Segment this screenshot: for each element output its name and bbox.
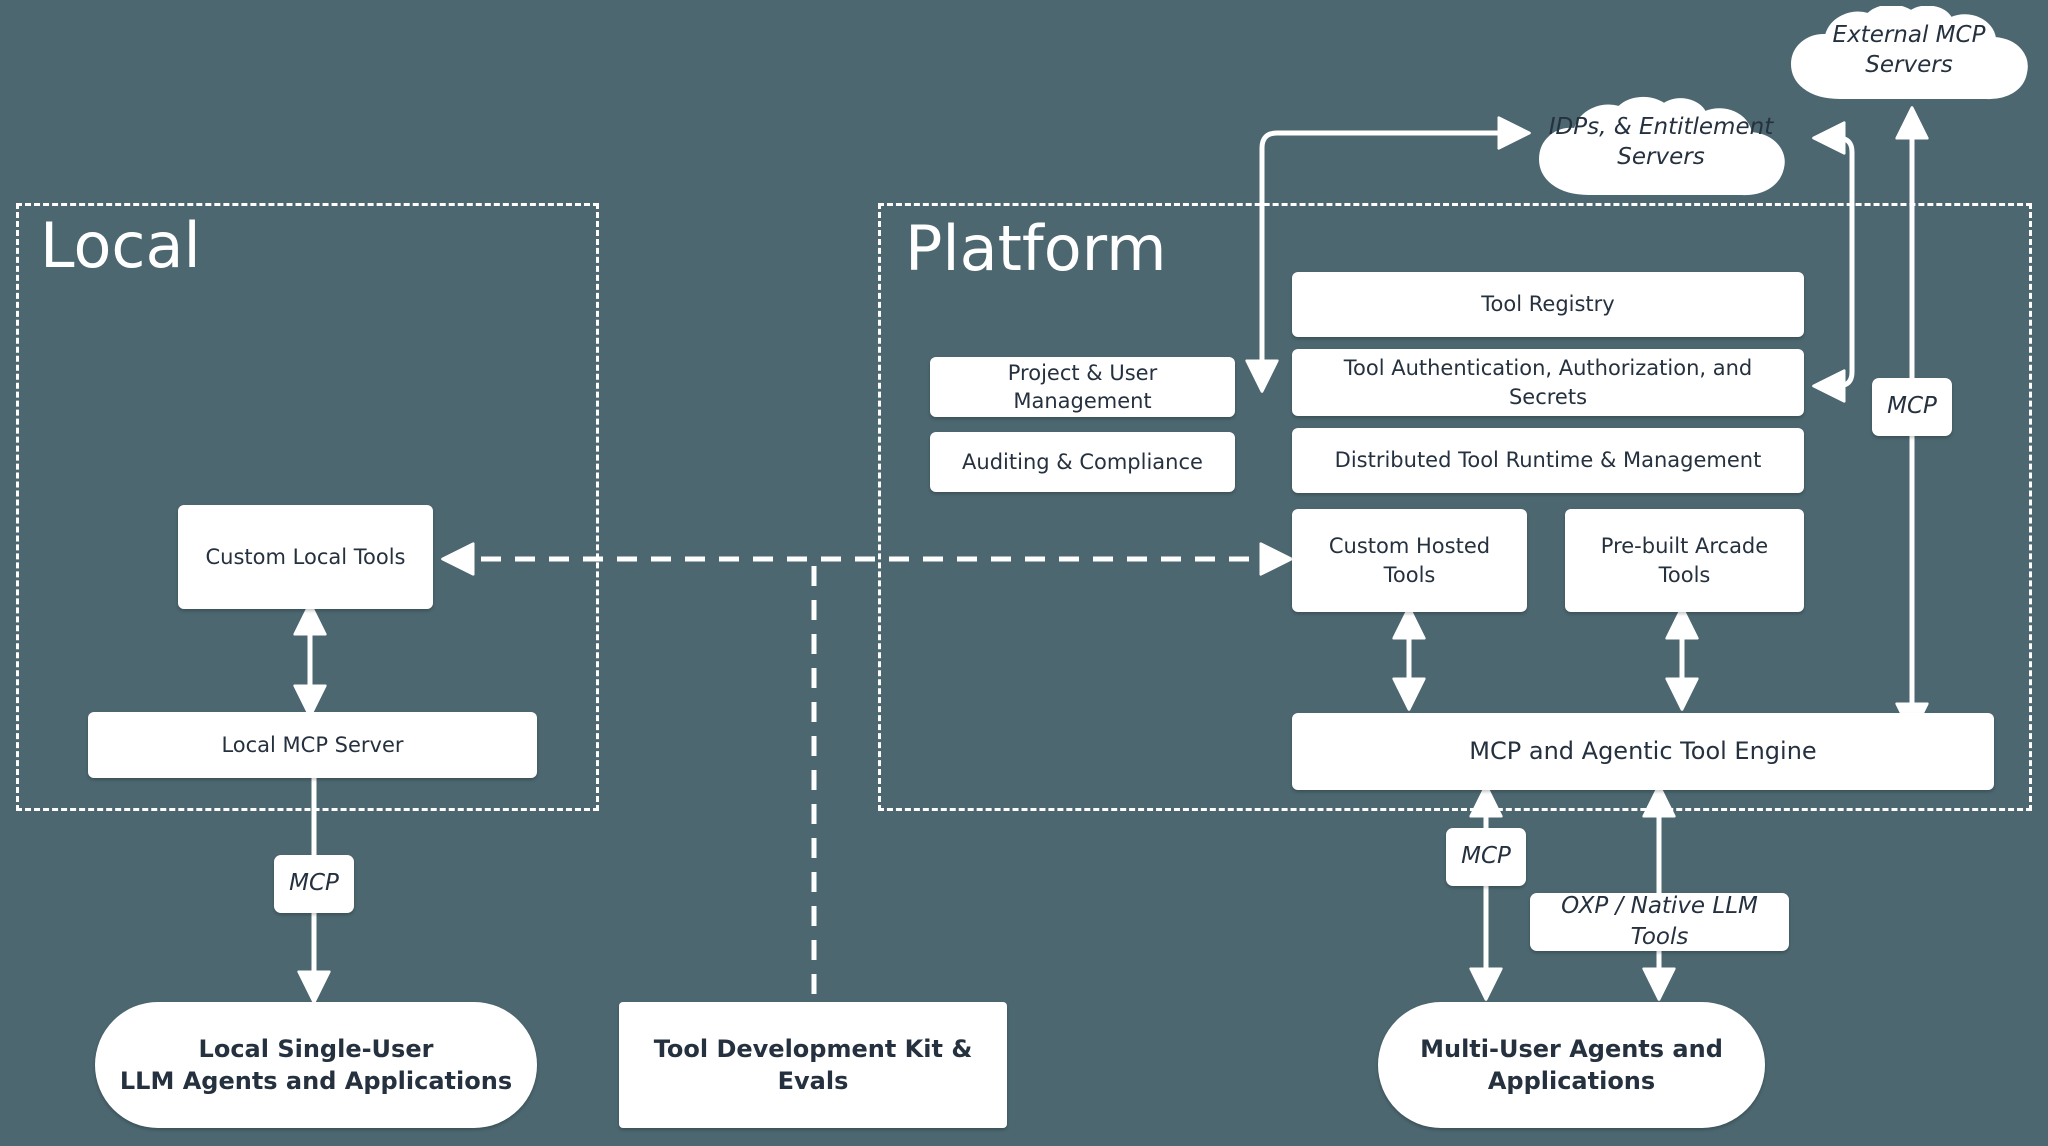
node-auditing-compliance[interactable]: Auditing & Compliance <box>930 432 1235 492</box>
consumer-local-single-user-agents[interactable]: Local Single-User LLM Agents and Applica… <box>95 1002 537 1128</box>
node-custom-local-tools[interactable]: Custom Local Tools <box>178 505 433 609</box>
label-mcp-multiuser: MCP <box>1446 828 1526 886</box>
region-platform-title: Platform <box>905 212 1167 285</box>
consumer-tool-development-kit[interactable]: Tool Development Kit & Evals <box>619 1002 1007 1128</box>
node-custom-hosted-tools[interactable]: Custom Hosted Tools <box>1292 509 1527 612</box>
consumer-multiuser-line2: Applications <box>1487 1067 1656 1095</box>
node-mcp-agentic-tool-engine[interactable]: MCP and Agentic Tool Engine <box>1292 713 1994 790</box>
consumer-multi-user-agents[interactable]: Multi-User Agents and Applications <box>1378 1002 1765 1128</box>
region-local-title: Local <box>40 209 201 282</box>
node-local-mcp-server[interactable]: Local MCP Server <box>88 712 537 778</box>
label-oxp-native-llm-tools: OXP / Native LLM Tools <box>1530 893 1789 951</box>
region-platform <box>878 203 2032 811</box>
node-prebuilt-arcade-tools[interactable]: Pre-built Arcade Tools <box>1565 509 1804 612</box>
cloud-idps-entitlement-servers <box>1525 96 1795 202</box>
label-mcp-external: MCP <box>1872 378 1952 436</box>
node-distributed-tool-runtime[interactable]: Distributed Tool Runtime & Management <box>1292 428 1804 493</box>
consumer-tdk-line1: Tool Development Kit & Evals <box>653 1034 973 1095</box>
label-mcp-local: MCP <box>274 855 354 913</box>
consumer-multiuser-line1: Multi-User Agents and <box>1420 1034 1723 1063</box>
consumer-local-line2: LLM Agents and Applications <box>119 1067 513 1095</box>
node-tool-registry[interactable]: Tool Registry <box>1292 272 1804 337</box>
node-tool-authentication[interactable]: Tool Authentication, Authorization, and … <box>1292 349 1804 416</box>
node-project-user-management[interactable]: Project & User Management <box>930 357 1235 417</box>
region-local <box>16 203 599 811</box>
consumer-local-line1: Local Single-User <box>198 1034 434 1063</box>
cloud-external-mcp-servers <box>1778 6 2038 106</box>
